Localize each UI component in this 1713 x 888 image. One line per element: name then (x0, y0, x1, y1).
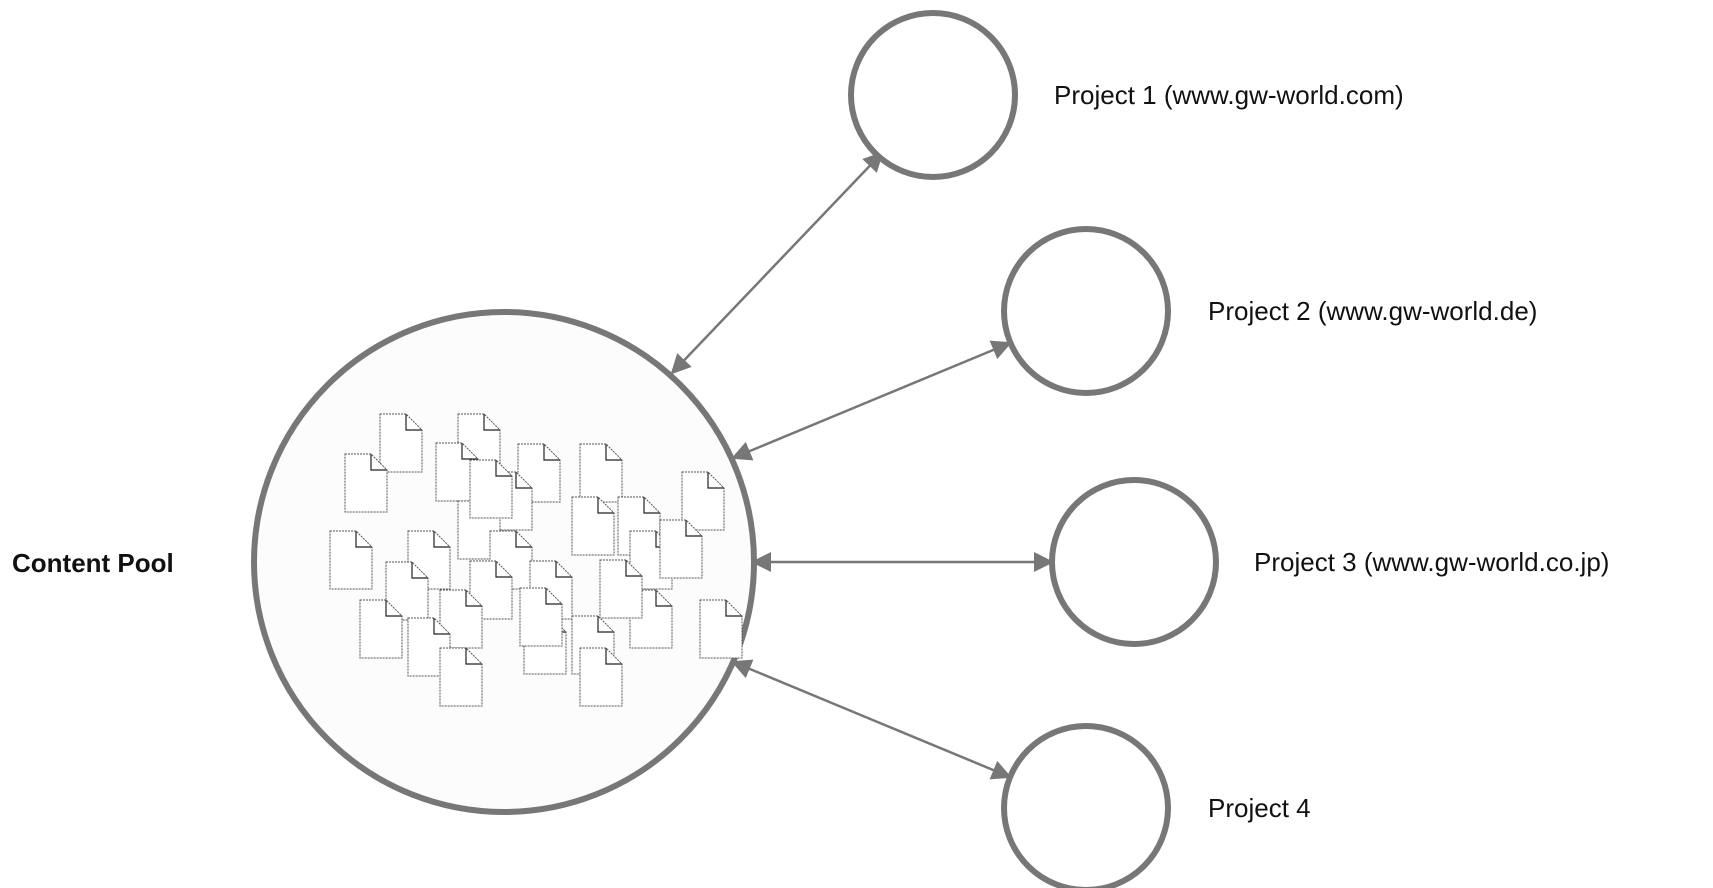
document-icon (469, 459, 513, 519)
arrow-pool-project-4 (731, 659, 1012, 780)
project-3-label: Project 3 (www.gw-world.co.jp) (1254, 547, 1609, 577)
project-node-2: Project 2 (www.gw-world.de) (1001, 226, 1537, 396)
project-node-1: Project 1 (www.gw-world.com) (848, 10, 1404, 180)
project-1-circle (848, 10, 1018, 180)
content-pool (251, 309, 757, 815)
document-icon (599, 559, 643, 619)
document-icon (579, 647, 623, 707)
arrow-pool-project-2 (731, 340, 1012, 461)
document-icon (571, 496, 615, 556)
document-icon (359, 599, 403, 659)
document-icon (659, 519, 703, 579)
document-icon (344, 453, 388, 513)
project-4-circle (1001, 723, 1171, 888)
document-icon (329, 530, 373, 590)
document-icon (681, 471, 725, 531)
content-pool-label: Content Pool (12, 548, 174, 578)
project-node-4: Project 4 (1001, 723, 1311, 888)
project-3-circle (1049, 477, 1219, 647)
content-pool-documents (329, 413, 743, 707)
connections (670, 151, 1054, 780)
arrow-pool-project-1 (670, 151, 884, 375)
project-2-label: Project 2 (www.gw-world.de) (1208, 296, 1537, 326)
project-2-circle (1001, 226, 1171, 396)
project-4-label: Project 4 (1208, 793, 1311, 823)
project-node-3: Project 3 (www.gw-world.co.jp) (1049, 477, 1609, 647)
document-icon (579, 443, 623, 503)
document-icon (379, 413, 423, 473)
document-icon (439, 647, 483, 707)
document-icon (519, 587, 563, 647)
project-1-label: Project 1 (www.gw-world.com) (1054, 80, 1404, 110)
document-icon (699, 599, 743, 659)
